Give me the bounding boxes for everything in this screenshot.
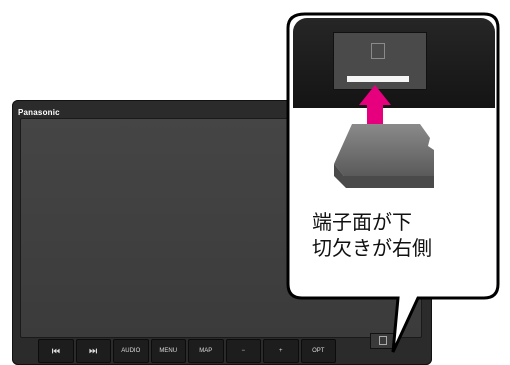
map-button[interactable]: MAP — [188, 339, 224, 363]
next-track-icon — [89, 348, 98, 354]
volume-down-button[interactable]: − — [225, 339, 261, 363]
sd-card-slot — [347, 76, 409, 82]
opt-button[interactable]: OPT — [300, 339, 336, 363]
slot-closeup — [293, 18, 495, 108]
audio-button[interactable]: AUDIO — [113, 339, 149, 363]
brand-logo: Panasonic — [18, 108, 60, 117]
insertion-instructions: 端子面が下 切欠きが右側 — [312, 209, 492, 261]
previous-track-button[interactable] — [38, 339, 74, 363]
sd-card-icon — [371, 43, 385, 59]
volume-up-button[interactable]: + — [263, 339, 299, 363]
sd-card-icon — [334, 124, 434, 188]
previous-track-icon — [51, 348, 60, 354]
sd-slot-indicator — [370, 333, 396, 349]
next-track-button[interactable] — [75, 339, 111, 363]
hardware-button-bar: AUDIO MENU MAP − + OPT — [38, 339, 336, 363]
instruction-line-1: 端子面が下 — [312, 210, 412, 234]
instruction-line-2: 切欠きが右側 — [312, 236, 432, 260]
insert-arrow-head — [359, 85, 391, 105]
sd-card-icon — [379, 336, 387, 345]
insert-arrow-icon — [367, 103, 383, 127]
menu-button[interactable]: MENU — [150, 339, 186, 363]
